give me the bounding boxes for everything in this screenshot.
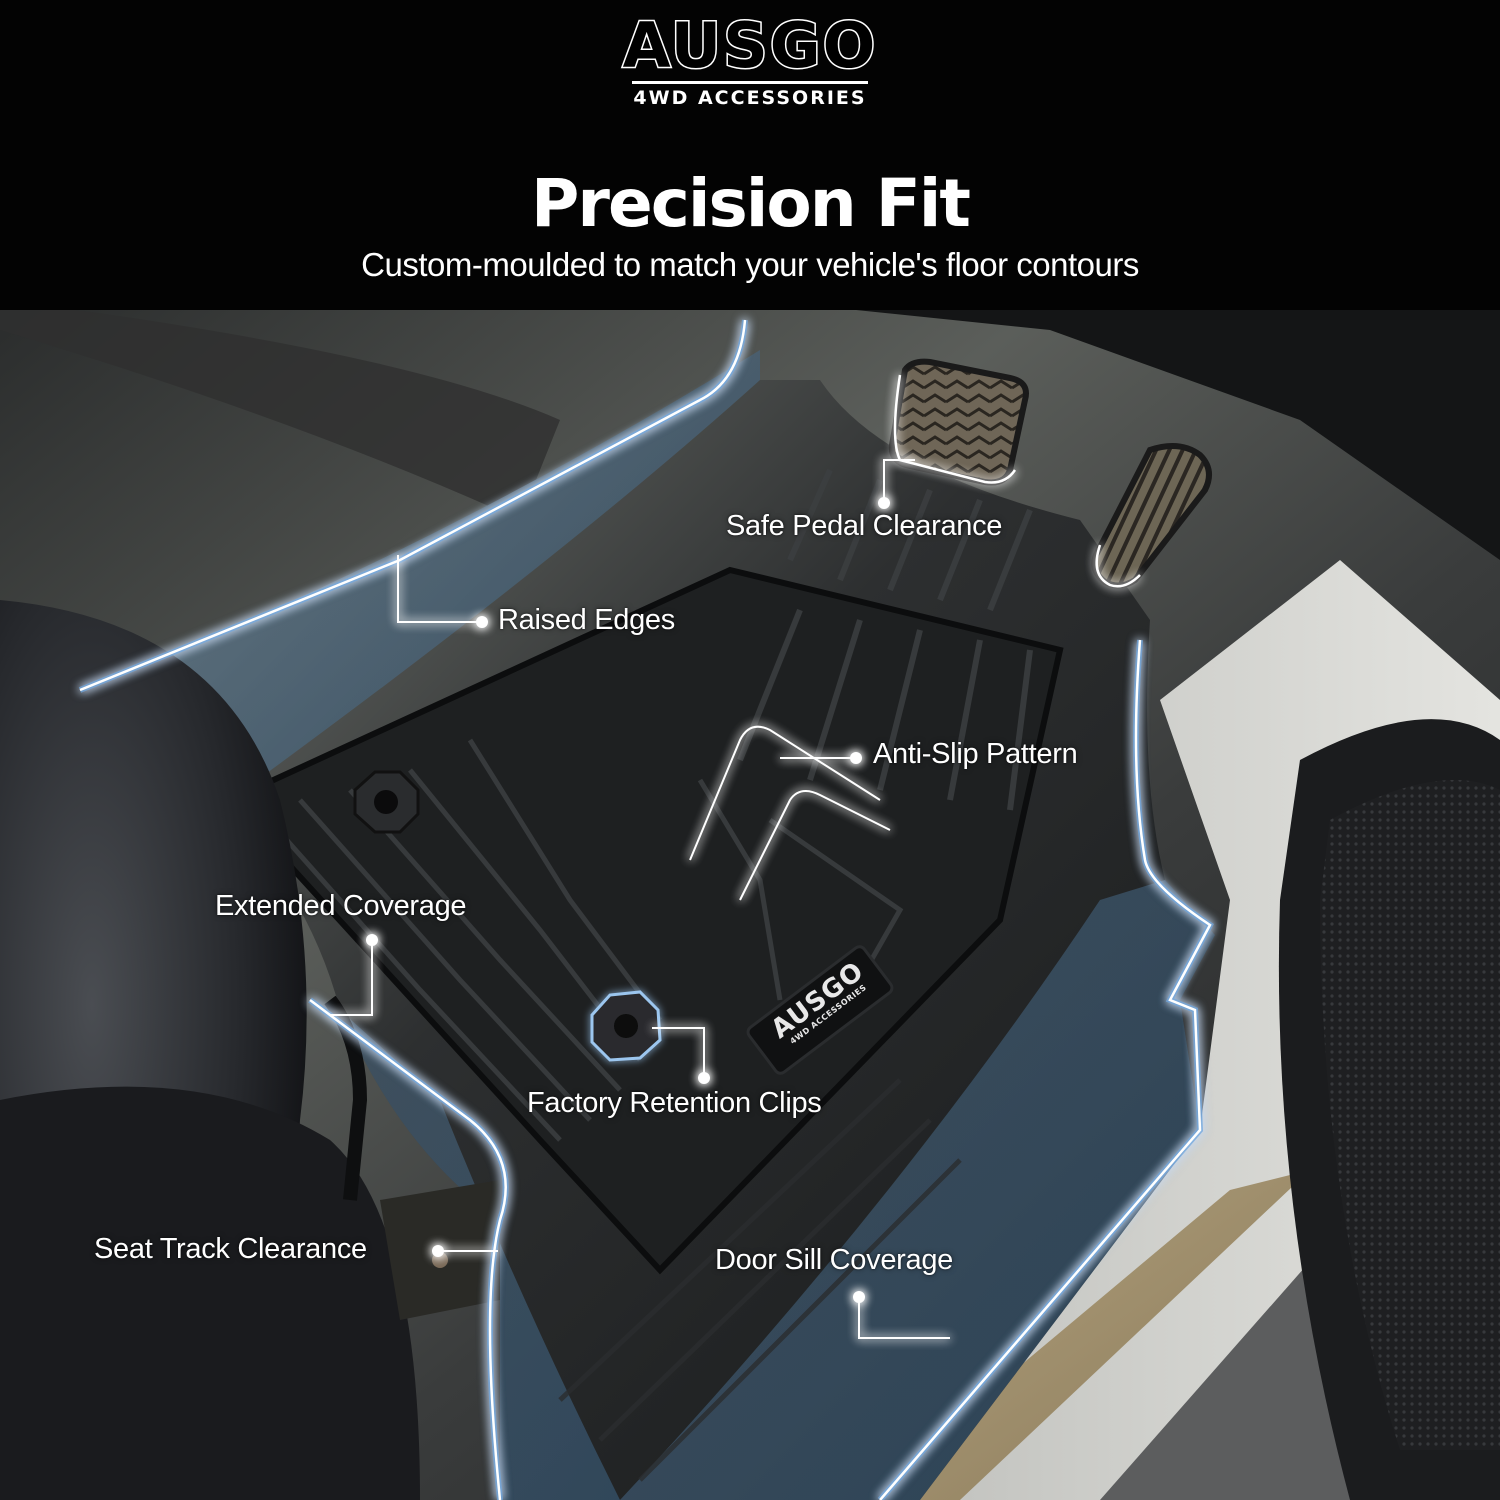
- retention-clip-front: [590, 990, 662, 1062]
- brand-tagline: 4WD ACCESSORIES: [633, 87, 867, 109]
- callout-seat-track-clearance: Seat Track Clearance: [94, 1233, 367, 1265]
- callout-raised-edges: Raised Edges: [498, 604, 675, 636]
- callout-safe-pedal-clearance: Safe Pedal Clearance: [726, 510, 1003, 542]
- page-subtitle: Custom-moulded to match your vehicle's f…: [361, 246, 1139, 283]
- header-band: AUSGO 4WD ACCESSORIES Precision Fit Cust…: [0, 0, 1500, 310]
- callout-factory-retention-clips: Factory Retention Clips: [527, 1087, 822, 1119]
- brand-name: AUSGO: [621, 9, 878, 82]
- callout-extended-coverage: Extended Coverage: [215, 890, 467, 922]
- logo-divider: [632, 81, 868, 84]
- callout-anti-slip-pattern: Anti-Slip Pattern: [873, 738, 1078, 770]
- callout-door-sill-coverage: Door Sill Coverage: [715, 1244, 953, 1276]
- brand-logo: AUSGO 4WD ACCESSORIES: [0, 9, 1500, 109]
- retention-clip-rear: [353, 770, 420, 834]
- page-title: Precision Fit: [531, 165, 971, 242]
